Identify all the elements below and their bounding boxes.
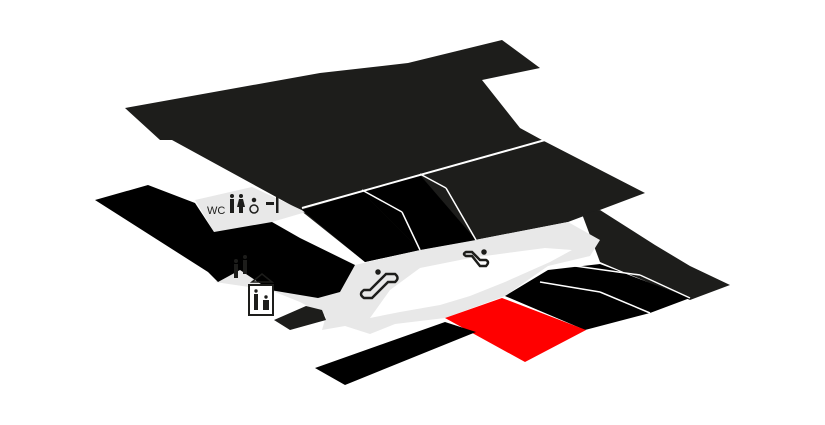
shop-divider [599, 291, 651, 314]
highlighted-shop[interactable] [445, 298, 586, 362]
toilet-women-icon [237, 194, 245, 213]
shop-divider [401, 211, 421, 251]
shop-middle-2[interactable] [362, 175, 476, 250]
shop-divider [361, 189, 403, 213]
shop-bottom-right[interactable] [505, 264, 690, 330]
atrium [370, 248, 572, 318]
shop-divider [574, 265, 641, 276]
escalator-icon [359, 269, 399, 300]
shop-divider [301, 139, 546, 209]
toilet-men-icon [230, 194, 234, 213]
elevator-icon [248, 284, 274, 316]
upper-level-block[interactable] [125, 40, 645, 262]
shop-left-large[interactable] [95, 185, 355, 298]
shop-bottom-strip[interactable] [315, 322, 476, 385]
corridor [195, 187, 600, 334]
accessible-toilet-icon [249, 197, 259, 214]
right-wing-block[interactable] [582, 210, 730, 300]
escalator-icon [462, 249, 490, 268]
shop-small[interactable] [274, 306, 326, 330]
stairs-icon [234, 255, 275, 283]
wc-label: WC [207, 205, 226, 217]
shop-divider [419, 173, 447, 189]
shop-divider [639, 274, 691, 299]
shop-middle-1[interactable] [302, 192, 420, 262]
shop-divider [445, 187, 477, 241]
shop-divider [539, 281, 601, 293]
baby-changing-icon [266, 192, 279, 213]
